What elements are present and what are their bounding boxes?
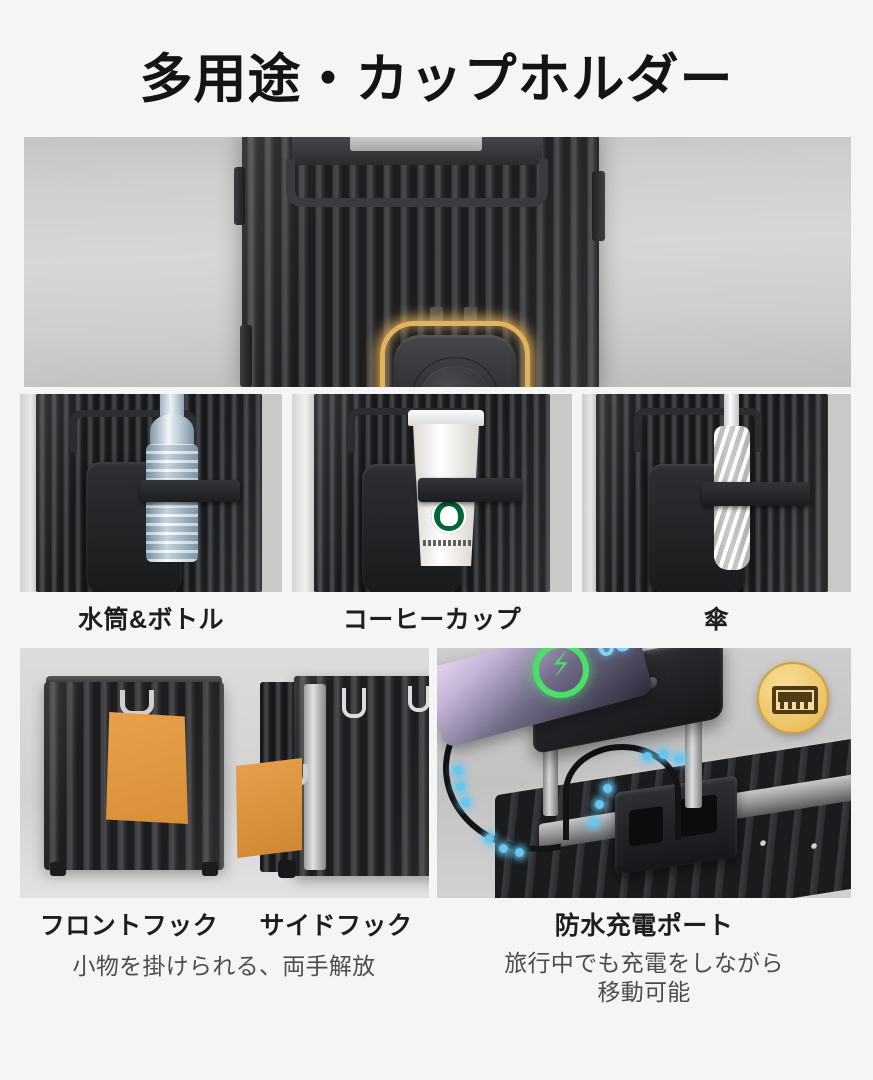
starbucks-wordmark	[423, 540, 475, 546]
suitcase-wheel	[278, 860, 296, 878]
cup-holder-arm	[418, 478, 522, 502]
usb-badge	[757, 662, 829, 734]
handle-housing	[286, 159, 548, 207]
rib-knob-left	[430, 307, 443, 323]
caption-charging-port: 防水充電ポート	[554, 912, 734, 940]
feature-panel-umbrella	[582, 394, 851, 592]
telescopic-handle-post	[304, 684, 326, 870]
subcaption-hooks: 小物を掛けられる、両手解放	[72, 953, 376, 979]
hero-image-cup-holder-closed	[24, 137, 851, 387]
charging-bolt-icon	[526, 648, 596, 705]
starbucks-siren-logo-icon	[431, 498, 467, 534]
bottle-shoulder	[150, 414, 194, 448]
hanging-bag-side	[236, 758, 302, 858]
highlight-ring	[380, 321, 530, 387]
cable-glow-spark	[643, 752, 652, 761]
caption-coffee: コーヒーカップ	[342, 606, 522, 634]
side-hook-upper-icon	[342, 688, 366, 718]
cable-glow-spark	[485, 834, 494, 843]
holder-upper-rail	[634, 408, 762, 452]
feature-panel-hooks	[20, 648, 429, 898]
handle-post-right	[685, 704, 702, 808]
cable-glow-spark	[589, 818, 598, 827]
feature-panel-coffee	[292, 394, 572, 592]
hanging-bag-front	[106, 712, 188, 824]
bottle-body	[146, 444, 198, 562]
usb-port-icon	[772, 686, 818, 714]
caption-side-hook: サイドフック	[259, 912, 413, 940]
side-latch-left-lower	[240, 325, 252, 387]
cable-glow-spark	[499, 844, 508, 853]
rib-knob-right	[464, 307, 477, 323]
battery-percentage: 00	[591, 648, 634, 666]
cable-glow-spark	[454, 766, 463, 775]
cable-glow-spark	[595, 800, 604, 809]
cup-holder-arm	[702, 482, 810, 506]
coffee-cup-lid	[408, 410, 484, 426]
side-hook-rear-icon	[408, 686, 429, 712]
cable-glow-spark	[456, 782, 465, 791]
charging-cable-to-port	[563, 744, 681, 840]
feature-panel-bottle	[20, 394, 282, 592]
water-bottle	[144, 394, 200, 562]
feature-panel-charging-port: 00	[437, 648, 851, 898]
subcaption-charging-port: 旅行中でも充電をしながら 移動可能	[437, 949, 851, 1008]
cable-glow-spark	[659, 750, 668, 759]
side-latch-left	[234, 167, 245, 225]
suitcase-frame-edge	[20, 394, 38, 592]
cable-glow-spark	[675, 754, 684, 763]
folded-cup-holder	[394, 335, 516, 387]
suitcase-foot-right	[202, 862, 218, 876]
cable-glow-spark	[603, 784, 612, 793]
suitcase-frame-edge	[292, 394, 316, 592]
telescopic-handle-bar	[350, 137, 482, 151]
subcaption-line-1: 旅行中でも充電をしながら	[504, 950, 784, 976]
front-hook-icon	[120, 690, 154, 716]
caption-bottle: 水筒&ボトル	[77, 606, 225, 634]
cable-glow-spark	[515, 848, 524, 857]
page-title: 多用途・カップホルダー	[139, 50, 734, 109]
subcaption-line-2: 移動可能	[597, 979, 691, 1006]
suitcase-foot-left	[50, 862, 66, 876]
caption-front-hook: フロントフック	[39, 912, 219, 940]
suitcase-frame-edge	[582, 394, 598, 592]
side-latch-right	[592, 171, 605, 241]
umbrella-tip	[724, 394, 739, 432]
cup-holder-arm	[140, 480, 240, 502]
caption-umbrella: 傘	[703, 606, 730, 634]
cable-glow-spark	[461, 798, 470, 807]
